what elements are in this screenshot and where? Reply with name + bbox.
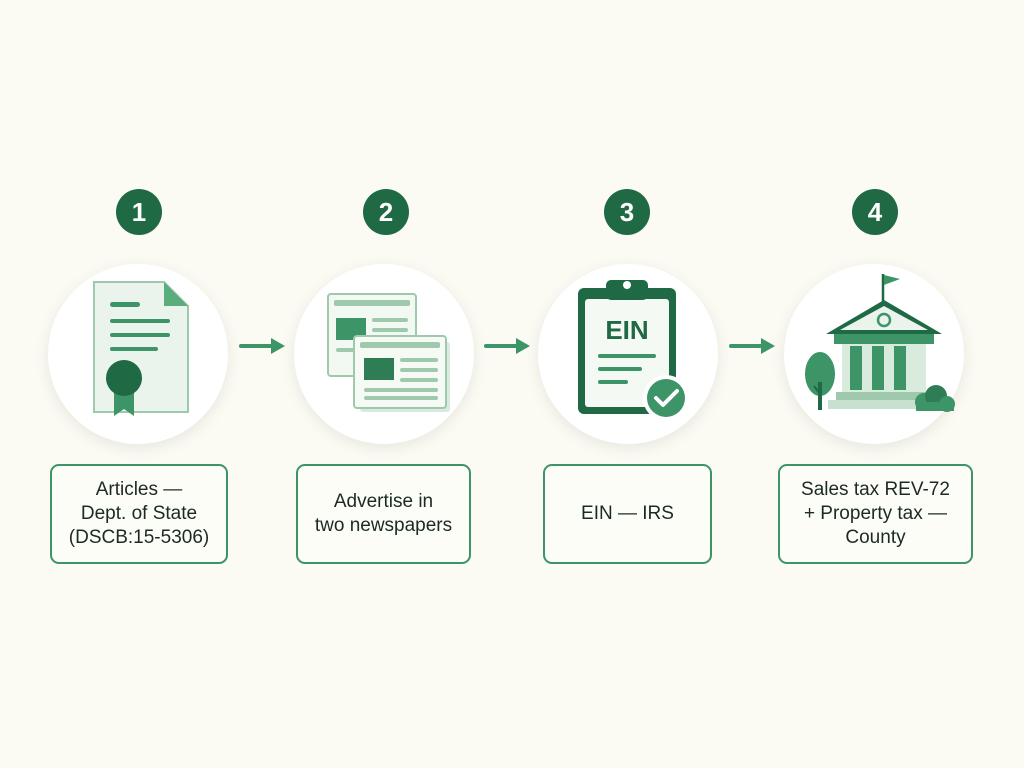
step-3-number-badge: 3 [604, 189, 650, 235]
step-4-label-line: County [845, 527, 906, 548]
step-1-label-box: Articles — Dept. of State (DSCB:15-5306) [50, 464, 228, 564]
step-2-label-line: two newspapers [314, 515, 453, 536]
step-1-label-line: Dept. of State [80, 503, 198, 524]
clipboard-ein-text: EIN [605, 315, 648, 345]
step-4-icon-circle [784, 264, 964, 444]
government-building-icon [805, 274, 955, 412]
step-4-label-box: Sales tax REV-72 + Property tax — County [778, 464, 973, 564]
step-3-label-line: EIN — IRS [581, 503, 674, 524]
step-2-number-badge: 2 [363, 189, 409, 235]
arrow-right-icon [239, 338, 285, 354]
arrow-right-icon [484, 338, 530, 354]
step-1-icon-circle [48, 264, 228, 444]
step-2-label-line: Advertise in [333, 491, 434, 512]
step-2-icon-circle [294, 264, 474, 444]
step-4-label-line: + Property tax — [803, 503, 948, 524]
step-4-label-line: Sales tax REV-72 [801, 479, 950, 500]
clipboard-check-icon: EIN [578, 280, 689, 421]
arrow-right-icon [729, 338, 775, 354]
step-3-label-box: EIN — IRS [543, 464, 712, 564]
step-3-icon-circle: EIN [538, 264, 718, 444]
step-1-number-badge: 1 [116, 189, 162, 235]
step-4-number-badge: 4 [852, 189, 898, 235]
step-1-label-line: Articles — [95, 479, 183, 500]
newspapers-icon [327, 293, 450, 412]
step-2-label-box: Advertise in two newspapers [296, 464, 471, 564]
step-1-label-line: (DSCB:15-5306) [68, 527, 210, 548]
certificate-document-icon [93, 281, 189, 416]
